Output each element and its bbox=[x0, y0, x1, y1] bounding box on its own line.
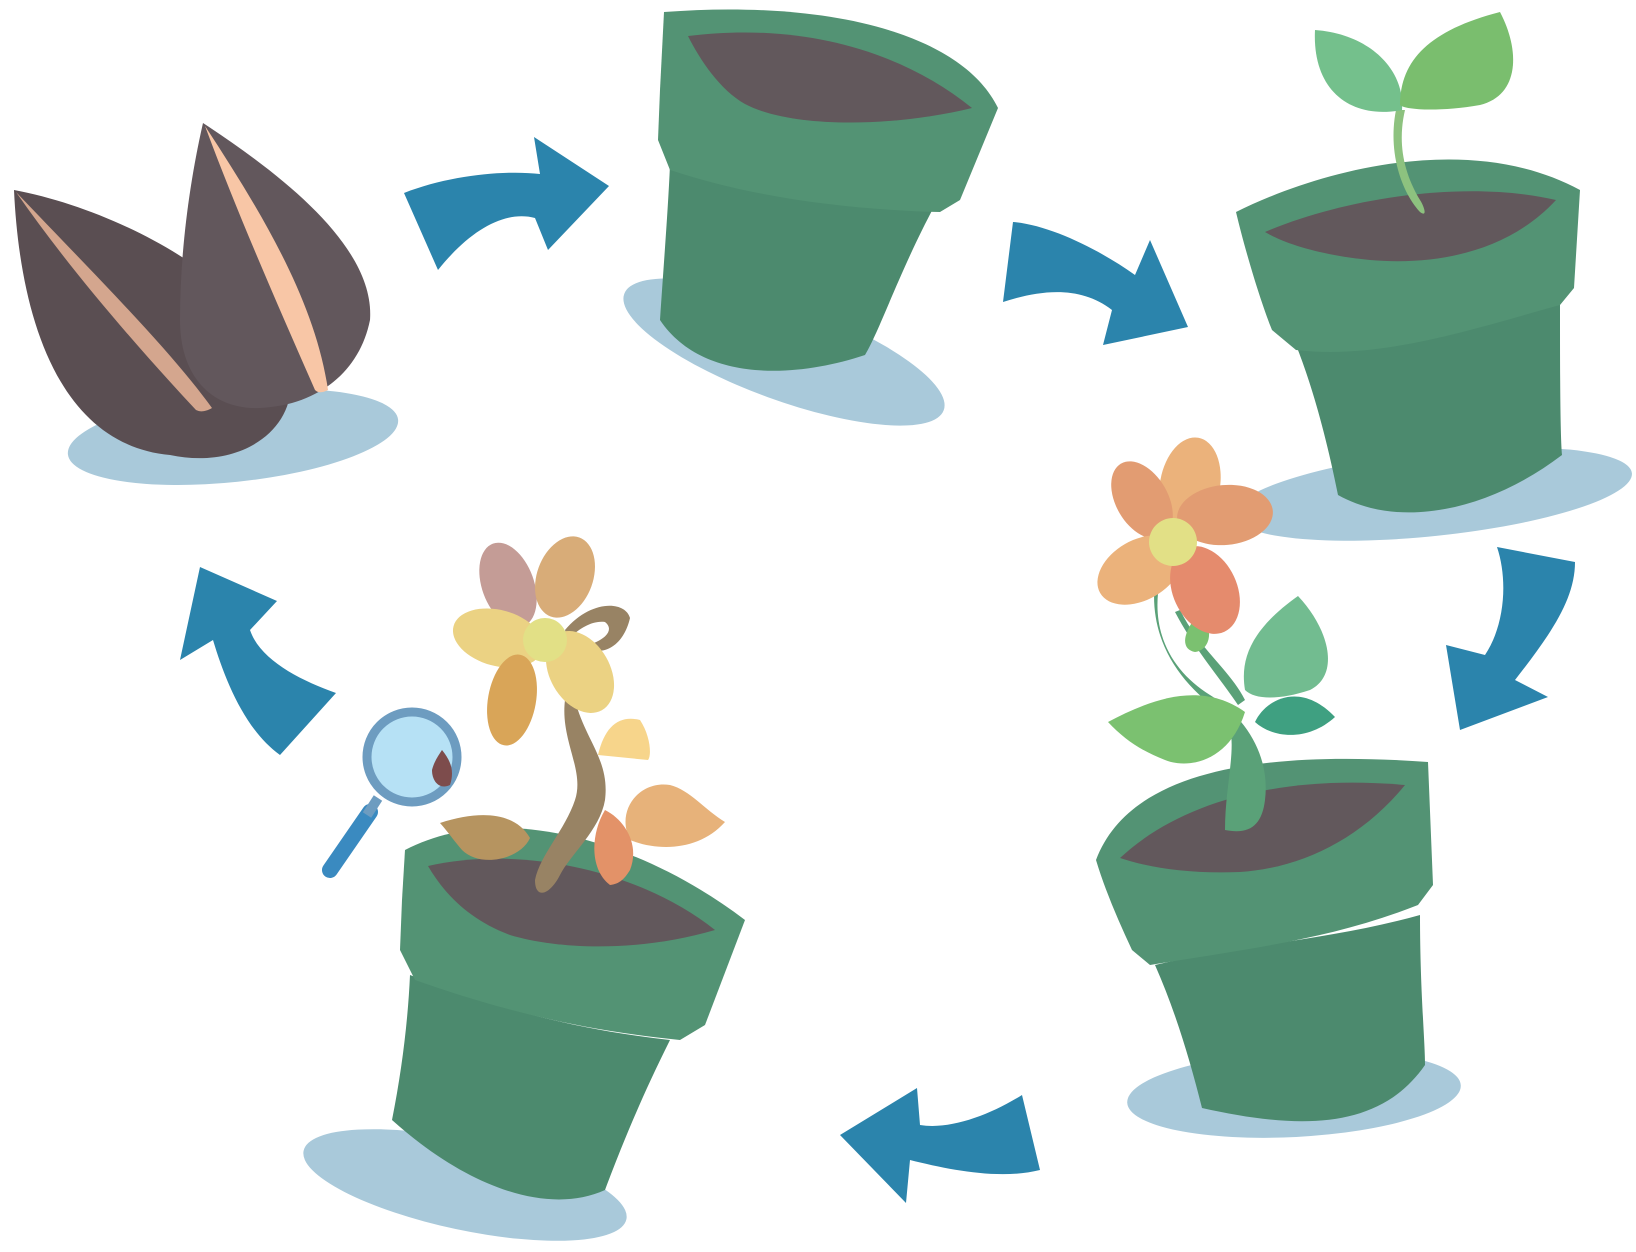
arrow-planted-to-sprout bbox=[1003, 222, 1188, 345]
arrow-sprout-to-bloom bbox=[1446, 547, 1575, 730]
wilted-flower-icon bbox=[446, 528, 628, 750]
stage-planted bbox=[608, 9, 998, 455]
stage-sprout bbox=[1230, 12, 1636, 557]
stage-bloom bbox=[1085, 433, 1463, 1146]
arrow-wilted-to-seeds bbox=[180, 567, 336, 755]
arrow-seeds-to-planted bbox=[404, 137, 609, 270]
stage-wilted bbox=[294, 528, 745, 1252]
arrow-bloom-to-wilted bbox=[840, 1088, 1040, 1203]
pot-with-soil-icon bbox=[658, 9, 998, 370]
pot-with-wilted-flower-icon bbox=[392, 528, 745, 1199]
pot-with-sprout-icon bbox=[1236, 12, 1580, 512]
stage-seeds bbox=[14, 123, 403, 499]
